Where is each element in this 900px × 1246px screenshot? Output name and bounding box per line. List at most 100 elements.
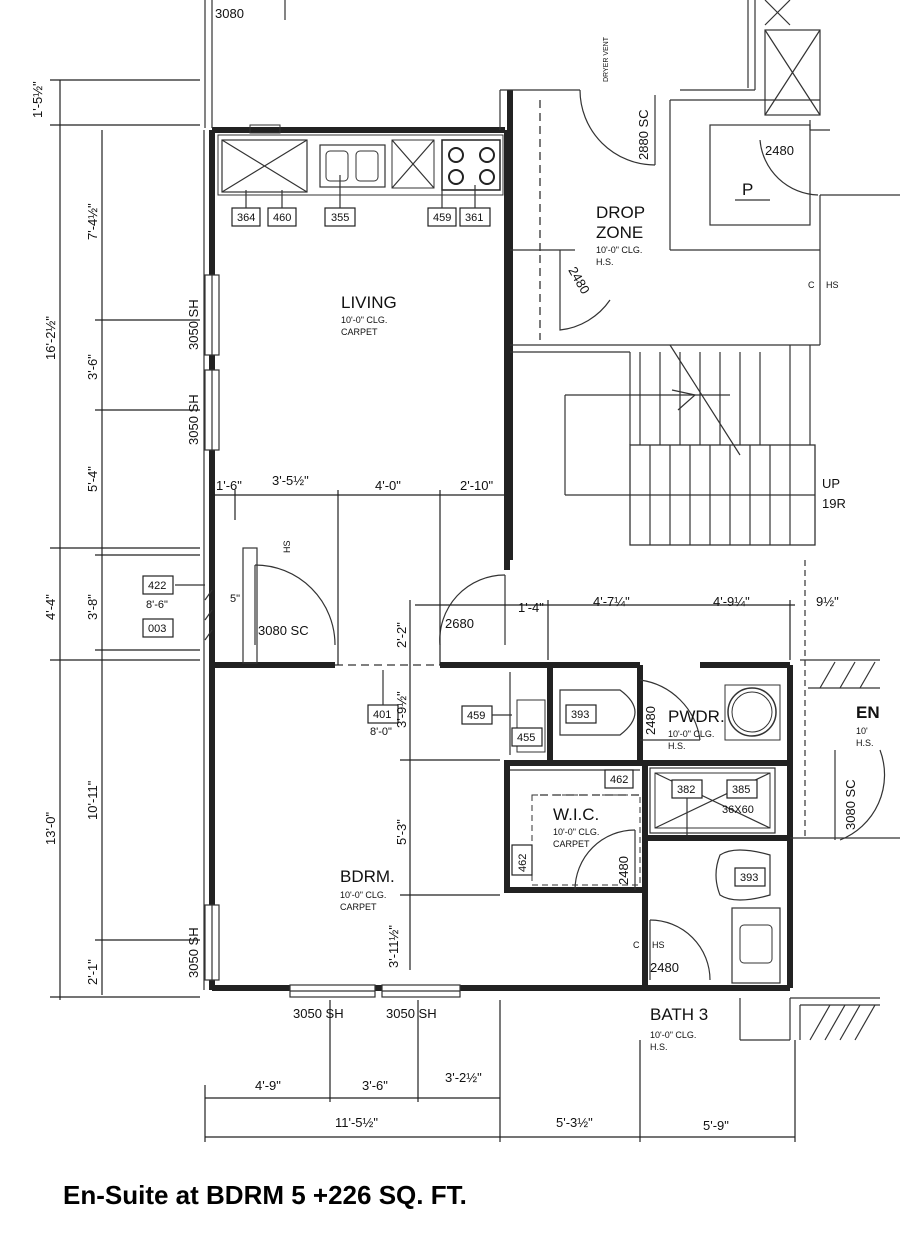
room-name-living: LIVING xyxy=(341,293,397,312)
dim-left-j: 2'-1" xyxy=(85,959,100,985)
dim-bottom-a: 4'-9" xyxy=(255,1078,281,1093)
room-name-en: EN xyxy=(856,703,880,722)
room-name-drop: DROP xyxy=(596,203,645,222)
misc-notes: UP 19R 5" DRYER VENT HS C HS HS C xyxy=(230,36,846,950)
door-2480-bath: 2480 xyxy=(650,960,679,975)
en-ceiling: 10' xyxy=(856,726,868,736)
dim-left-i: 10'-11" xyxy=(85,780,100,820)
shower-size: 36X60 xyxy=(722,804,754,816)
wic-ceiling: 10'-0" CLG. xyxy=(553,827,599,837)
dim-left-h: 13'-0" xyxy=(43,811,58,845)
bdrm-ceiling: 10'-0" CLG. xyxy=(340,890,386,900)
room-name-bdrm: BDRM. xyxy=(340,867,395,886)
pwdr-ceiling: 10'-0" CLG. xyxy=(668,729,714,739)
hs-note-bath: HS xyxy=(652,940,665,950)
tag-462b: 462 xyxy=(517,854,529,872)
tags: 364 460 355 459 361 422 8'-6" 003 401 8'… xyxy=(142,175,766,887)
tag-460: 460 xyxy=(273,212,291,224)
stair-up: UP xyxy=(822,476,840,491)
tag-393b: 393 xyxy=(740,872,758,884)
dim-left-b: 16'-2½" xyxy=(43,316,58,360)
dim-mid-l: 9½" xyxy=(816,594,839,609)
tag-393a: 393 xyxy=(571,709,589,721)
living-ceiling: 10'-0" CLG. xyxy=(341,315,387,325)
door-3080sc-right: 3080 SC xyxy=(843,779,858,830)
fixtures xyxy=(217,100,781,984)
room-name-bath3: BATH 3 xyxy=(650,1005,708,1024)
dim-mid-g: 5'-3" xyxy=(394,819,409,845)
tag-422-note: 8'-6" xyxy=(146,599,168,611)
door-2480-drop: 2480 xyxy=(565,264,592,297)
dim-left-e: 5'-4" xyxy=(85,466,100,492)
window-bdrm-side: 3050 SH xyxy=(186,927,201,978)
dim-mid-k: 4'-9¼" xyxy=(713,594,750,609)
tag-455: 455 xyxy=(517,732,535,744)
wic-finish: CARPET xyxy=(553,839,590,849)
dim-bottom-f: 5'-9" xyxy=(703,1118,729,1133)
tag-462a: 462 xyxy=(610,774,628,786)
pwdr-finish: H.S. xyxy=(668,741,686,751)
door-3080sc: 3080 SC xyxy=(258,623,309,638)
dim-left-d: 3'-6" xyxy=(85,354,100,380)
tag-382: 382 xyxy=(677,784,695,796)
window-bdrm-1: 3050 SH xyxy=(293,1006,344,1021)
dim-bottom-d: 11'-5½" xyxy=(335,1115,378,1130)
parking-label: P xyxy=(742,180,753,199)
dim-mid-a: 1'-6" xyxy=(216,478,242,493)
dryer-vent-note: DRYER VENT xyxy=(603,36,610,82)
dim-mid-e: 2'-2" xyxy=(394,622,409,648)
stair-risers: 19R xyxy=(822,496,846,511)
bath3-finish: H.S. xyxy=(650,1042,668,1052)
dim-bottom-c: 3'-2½" xyxy=(445,1070,482,1085)
tag-364: 364 xyxy=(237,212,255,224)
en-finish: H.S. xyxy=(856,738,874,748)
tag-401-note: 8'-0" xyxy=(370,726,392,738)
dim-mid-i: 1'-4" xyxy=(518,600,544,615)
dimension-texts: 1'-5½" 16'-2½" 7'-4½" 3'-6" 5'-4" 4'-4" … xyxy=(30,81,839,1133)
dim-left-a: 1'-5½" xyxy=(30,81,45,118)
five-inch-note: 5" xyxy=(230,593,240,605)
dim-left-c: 7'-4½" xyxy=(85,203,100,240)
plan-caption: En-Suite at BDRM 5 +226 SQ. FT. xyxy=(63,1180,467,1210)
dim-mid-c: 4'-0" xyxy=(375,478,401,493)
tag-385: 385 xyxy=(732,784,750,796)
tag-003: 003 xyxy=(148,623,166,635)
tag-401: 401 xyxy=(373,709,391,721)
window-living-1: 3050 SH xyxy=(186,299,201,350)
tag-459: 459 xyxy=(433,212,451,224)
room-name-pwdr: PWDR. xyxy=(668,707,725,726)
hatching xyxy=(204,0,880,1041)
doors xyxy=(242,89,886,981)
c-note-right: C xyxy=(808,280,815,290)
dim-mid-f: 3'-9½" xyxy=(394,691,409,728)
walls xyxy=(203,0,900,1041)
door-2680: 2680 xyxy=(445,616,474,631)
dim-left-g: 3'-8" xyxy=(85,594,100,620)
bdrm-finish: CARPET xyxy=(340,902,377,912)
door-2480-top: 2480 xyxy=(765,143,794,158)
bath3-ceiling: 10'-0" CLG. xyxy=(650,1030,696,1040)
dim-mid-d: 2'-10" xyxy=(460,478,494,493)
drop-finish: H.S. xyxy=(596,257,614,267)
dim-left-f: 4'-4" xyxy=(43,594,58,620)
windows xyxy=(204,274,461,998)
room-labels: LIVING 10'-0" CLG. CARPET DROP ZONE 10'-… xyxy=(340,180,880,1052)
c-note-bath: C xyxy=(633,940,640,950)
hs-note-right: HS xyxy=(826,280,839,290)
living-finish: CARPET xyxy=(341,327,378,337)
drop-ceiling: 10'-0" CLG. xyxy=(596,245,642,255)
dimension-lines xyxy=(50,79,796,1142)
door-3080-top: 3080 xyxy=(215,6,244,21)
tag-459b: 459 xyxy=(467,710,485,722)
dim-bottom-b: 3'-6" xyxy=(362,1078,388,1093)
dim-bottom-e: 5'-3½" xyxy=(556,1115,593,1130)
door-2480-pwdr: 2480 xyxy=(643,706,658,735)
opening-labels: 3080 2880 SC 2480 2480 3080 SC 2680 2480… xyxy=(186,6,858,1021)
room-name-zone: ZONE xyxy=(596,223,643,242)
door-2880: 2880 SC xyxy=(636,109,651,160)
room-name-wic: W.I.C. xyxy=(553,805,599,824)
tag-361: 361 xyxy=(465,212,483,224)
window-bdrm-2: 3050 SH xyxy=(386,1006,437,1021)
